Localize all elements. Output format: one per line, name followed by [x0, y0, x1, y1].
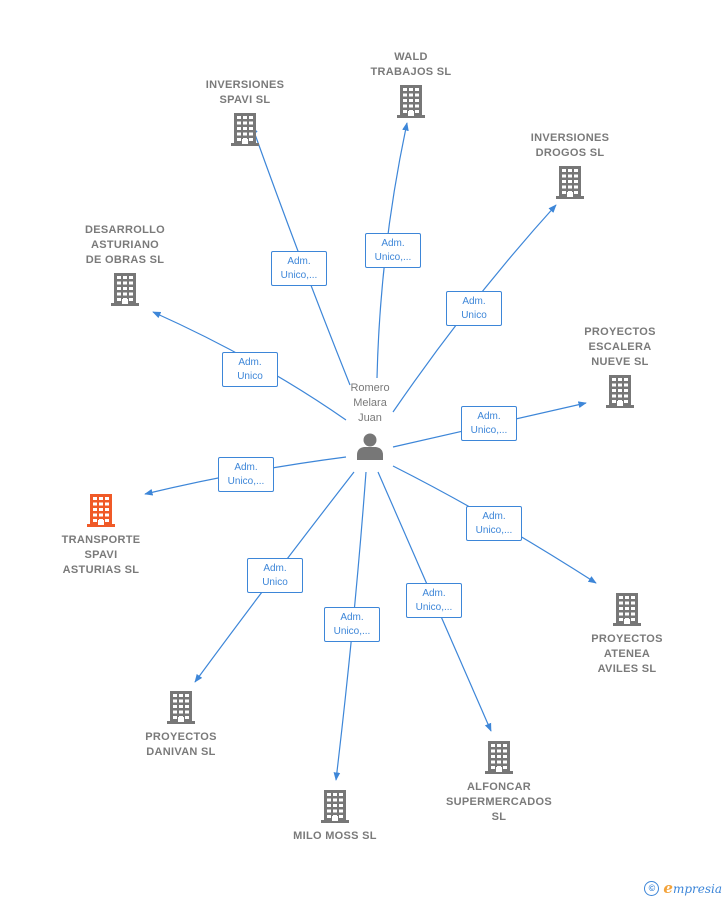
company-label[interactable]: WALD TRABAJOS SL [370, 51, 452, 78]
building-icon [110, 272, 140, 306]
company-label[interactable]: PROYECTOS DANIVAN SL [145, 731, 217, 758]
relation-label-proyectos-atenea[interactable]: Adm. Unico,... [466, 506, 522, 541]
relation-label-desarrollo-asturiano[interactable]: Adm. Unico [222, 352, 278, 387]
company-node-desarrollo-asturiano[interactable]: DESARROLLO ASTURIANO DE OBRAS SL [50, 223, 200, 306]
building-icon [396, 84, 426, 118]
company-node-proyectos-danivan[interactable]: PROYECTOS DANIVAN SL [106, 690, 256, 760]
copyright-icon: © [644, 880, 660, 896]
building-icon [320, 789, 350, 823]
person-icon [357, 433, 383, 460]
company-label[interactable]: INVERSIONES SPAVI SL [205, 79, 285, 106]
relation-label-transporte-spavi[interactable]: Adm. Unico,... [218, 457, 274, 492]
company-label[interactable]: PROYECTOS ATENEA AVILES SL [591, 633, 663, 675]
relation-label-proyectos-escalera[interactable]: Adm. Unico,... [461, 406, 517, 441]
company-node-proyectos-escalera[interactable]: PROYECTOS ESCALERA NUEVE SL [545, 325, 695, 408]
company-label[interactable]: ALFONCAR SUPERMERCADOS SL [446, 781, 552, 823]
relation-label-milo-moss[interactable]: Adm. Unico,... [324, 607, 380, 642]
brand-logo: empresia [663, 879, 722, 897]
company-node-inversiones-drogos[interactable]: INVERSIONES DROGOS SL [495, 131, 645, 199]
company-node-wald[interactable]: WALD TRABAJOS SL [336, 50, 486, 118]
company-node-proyectos-atenea[interactable]: PROYECTOS ATENEA AVILES SL [552, 592, 702, 677]
building-icon [86, 493, 116, 527]
company-node-milo-moss[interactable]: MILO MOSS SL [260, 789, 410, 844]
building-icon [230, 112, 260, 146]
company-node-transporte-spavi[interactable]: TRANSPORTE SPAVI ASTURIAS SL [26, 493, 176, 578]
relation-label-proyectos-danivan[interactable]: Adm. Unico [247, 558, 303, 593]
company-label[interactable]: DESARROLLO ASTURIANO DE OBRAS SL [85, 224, 165, 266]
building-icon [555, 165, 585, 199]
relation-label-wald[interactable]: Adm. Unico,... [365, 233, 421, 268]
company-label[interactable]: INVERSIONES DROGOS SL [530, 132, 610, 159]
relation-label-inversiones-drogos[interactable]: Adm. Unico [446, 291, 502, 326]
company-label[interactable]: PROYECTOS ESCALERA NUEVE SL [584, 326, 656, 368]
company-node-inversiones-spavi[interactable]: INVERSIONES SPAVI SL [170, 78, 320, 146]
person-node[interactable]: Romero Melara Juan [320, 381, 420, 460]
person-name: Romero Melara Juan [350, 382, 390, 424]
footer-brand: © empresia [644, 879, 722, 897]
company-label[interactable]: MILO MOSS SL [293, 830, 377, 842]
relation-label-inversiones-spavi[interactable]: Adm. Unico,... [271, 251, 327, 286]
company-label[interactable]: TRANSPORTE SPAVI ASTURIAS SL [61, 534, 141, 576]
relation-label-alfoncar[interactable]: Adm. Unico,... [406, 583, 462, 618]
building-icon [605, 374, 635, 408]
company-node-alfoncar[interactable]: ALFONCAR SUPERMERCADOS SL [424, 740, 574, 825]
building-icon [166, 690, 196, 724]
building-icon [484, 740, 514, 774]
building-icon [612, 592, 642, 626]
